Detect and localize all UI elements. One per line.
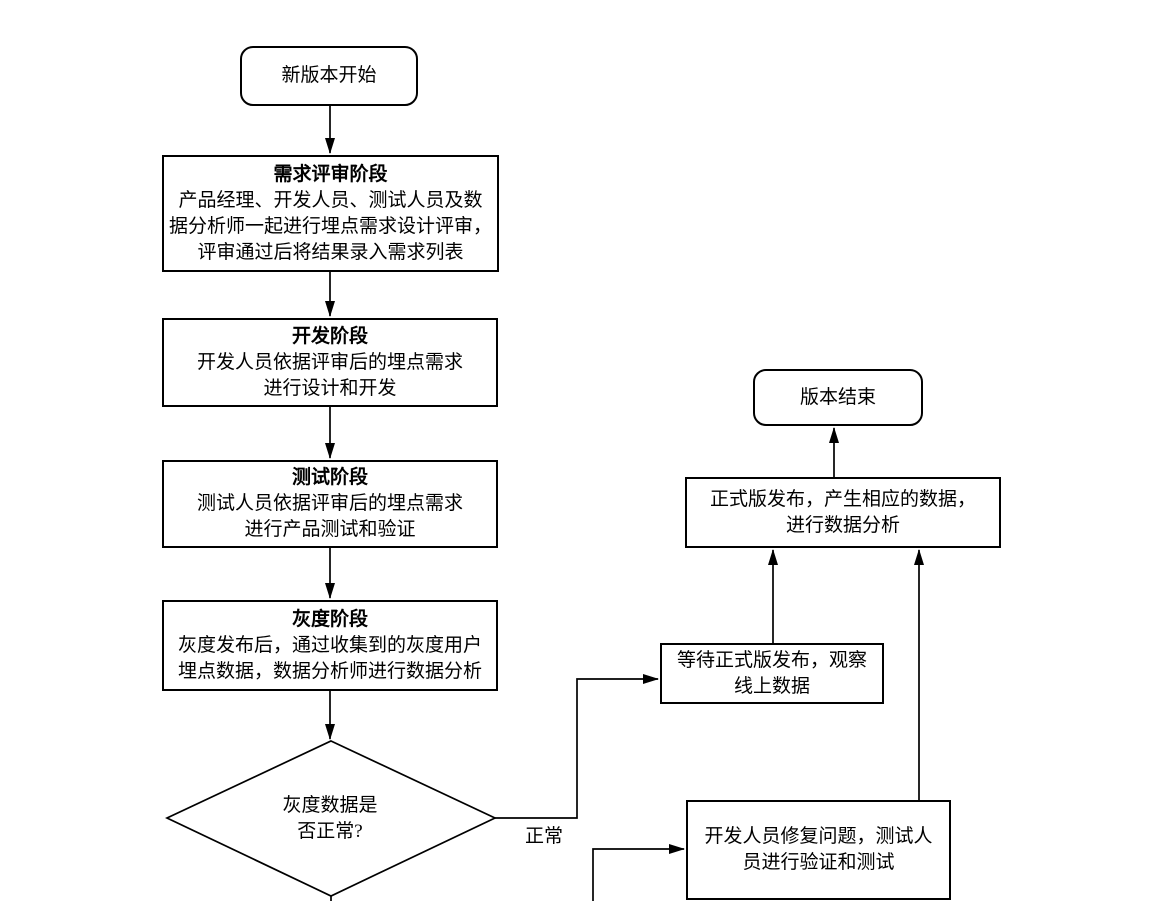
review-stage-title: 需求评审阶段 (273, 163, 388, 185)
dev-stage-line: 进行设计和开发 (263, 377, 397, 399)
wait-line: 线上数据 (733, 675, 810, 697)
wait-line: 等待正式版发布，观察 (676, 649, 867, 671)
review-stage-line: 据分析师一起进行埋点需求设计评审， (168, 215, 492, 237)
end-label: 版本结束 (799, 386, 876, 408)
dev-stage-title: 开发阶段 (291, 325, 368, 347)
node-wait-official-release: 等待正式版发布，观察 线上数据 (660, 643, 884, 704)
decision-diamond-shape (165, 740, 497, 897)
edge-decision-normal-to-wait (495, 674, 659, 819)
decision-line: 灰度数据是 (282, 795, 378, 816)
test-stage-line: 测试人员依据评审后的埋点需求 (196, 493, 463, 514)
dev-stage-line: 开发人员依据评审后的埋点需求 (196, 351, 463, 373)
edge-label-normal: 正常 (524, 826, 563, 847)
release-line: 进行数据分析 (785, 514, 900, 536)
decision-diamond-text: 灰度数据是 否正常? (230, 793, 430, 845)
node-testing-stage: 测试阶段 测试人员依据评审后的埋点需求 进行产品测试和验证 (162, 460, 498, 548)
node-requirements-review-stage: 需求评审阶段 产品经理、开发人员、测试人员及数 据分析师一起进行埋点需求设计评审… (162, 155, 499, 272)
fix-line: 开发人员修复问题，测试人 (704, 826, 933, 847)
edge-bottom-loop-to-fix (592, 844, 685, 901)
review-stage-line: 产品经理、开发人员、测试人员及数 (178, 189, 483, 211)
gray-stage-line: 埋点数据，数据分析师进行数据分析 (177, 660, 482, 682)
node-start-terminator: 新版本开始 (240, 46, 418, 106)
fix-line: 员进行验证和测试 (742, 852, 895, 873)
node-end-terminator: 版本结束 (753, 369, 923, 426)
gray-stage-line: 灰度发布后，通过收集到的灰度用户 (177, 634, 482, 656)
test-stage-title: 测试阶段 (291, 467, 368, 488)
node-development-stage: 开发阶段 开发人员依据评审后的埋点需求 进行设计和开发 (162, 318, 498, 407)
review-stage-line: 评审通过后将结果录入需求列表 (197, 241, 464, 263)
node-gray-release-stage: 灰度阶段 灰度发布后，通过收集到的灰度用户 埋点数据，数据分析师进行数据分析 (162, 600, 498, 691)
release-line: 正式版发布，产生相应的数据， (709, 488, 976, 510)
gray-stage-title: 灰度阶段 (291, 608, 368, 630)
test-stage-line: 进行产品测试和验证 (244, 519, 416, 540)
start-label: 新版本开始 (281, 65, 377, 86)
node-fix-and-verify: 开发人员修复问题，测试人 员进行验证和测试 (686, 800, 951, 900)
decision-line: 否正常? (297, 821, 363, 842)
node-official-release-analysis: 正式版发布，产生相应的数据， 进行数据分析 (685, 477, 1001, 548)
